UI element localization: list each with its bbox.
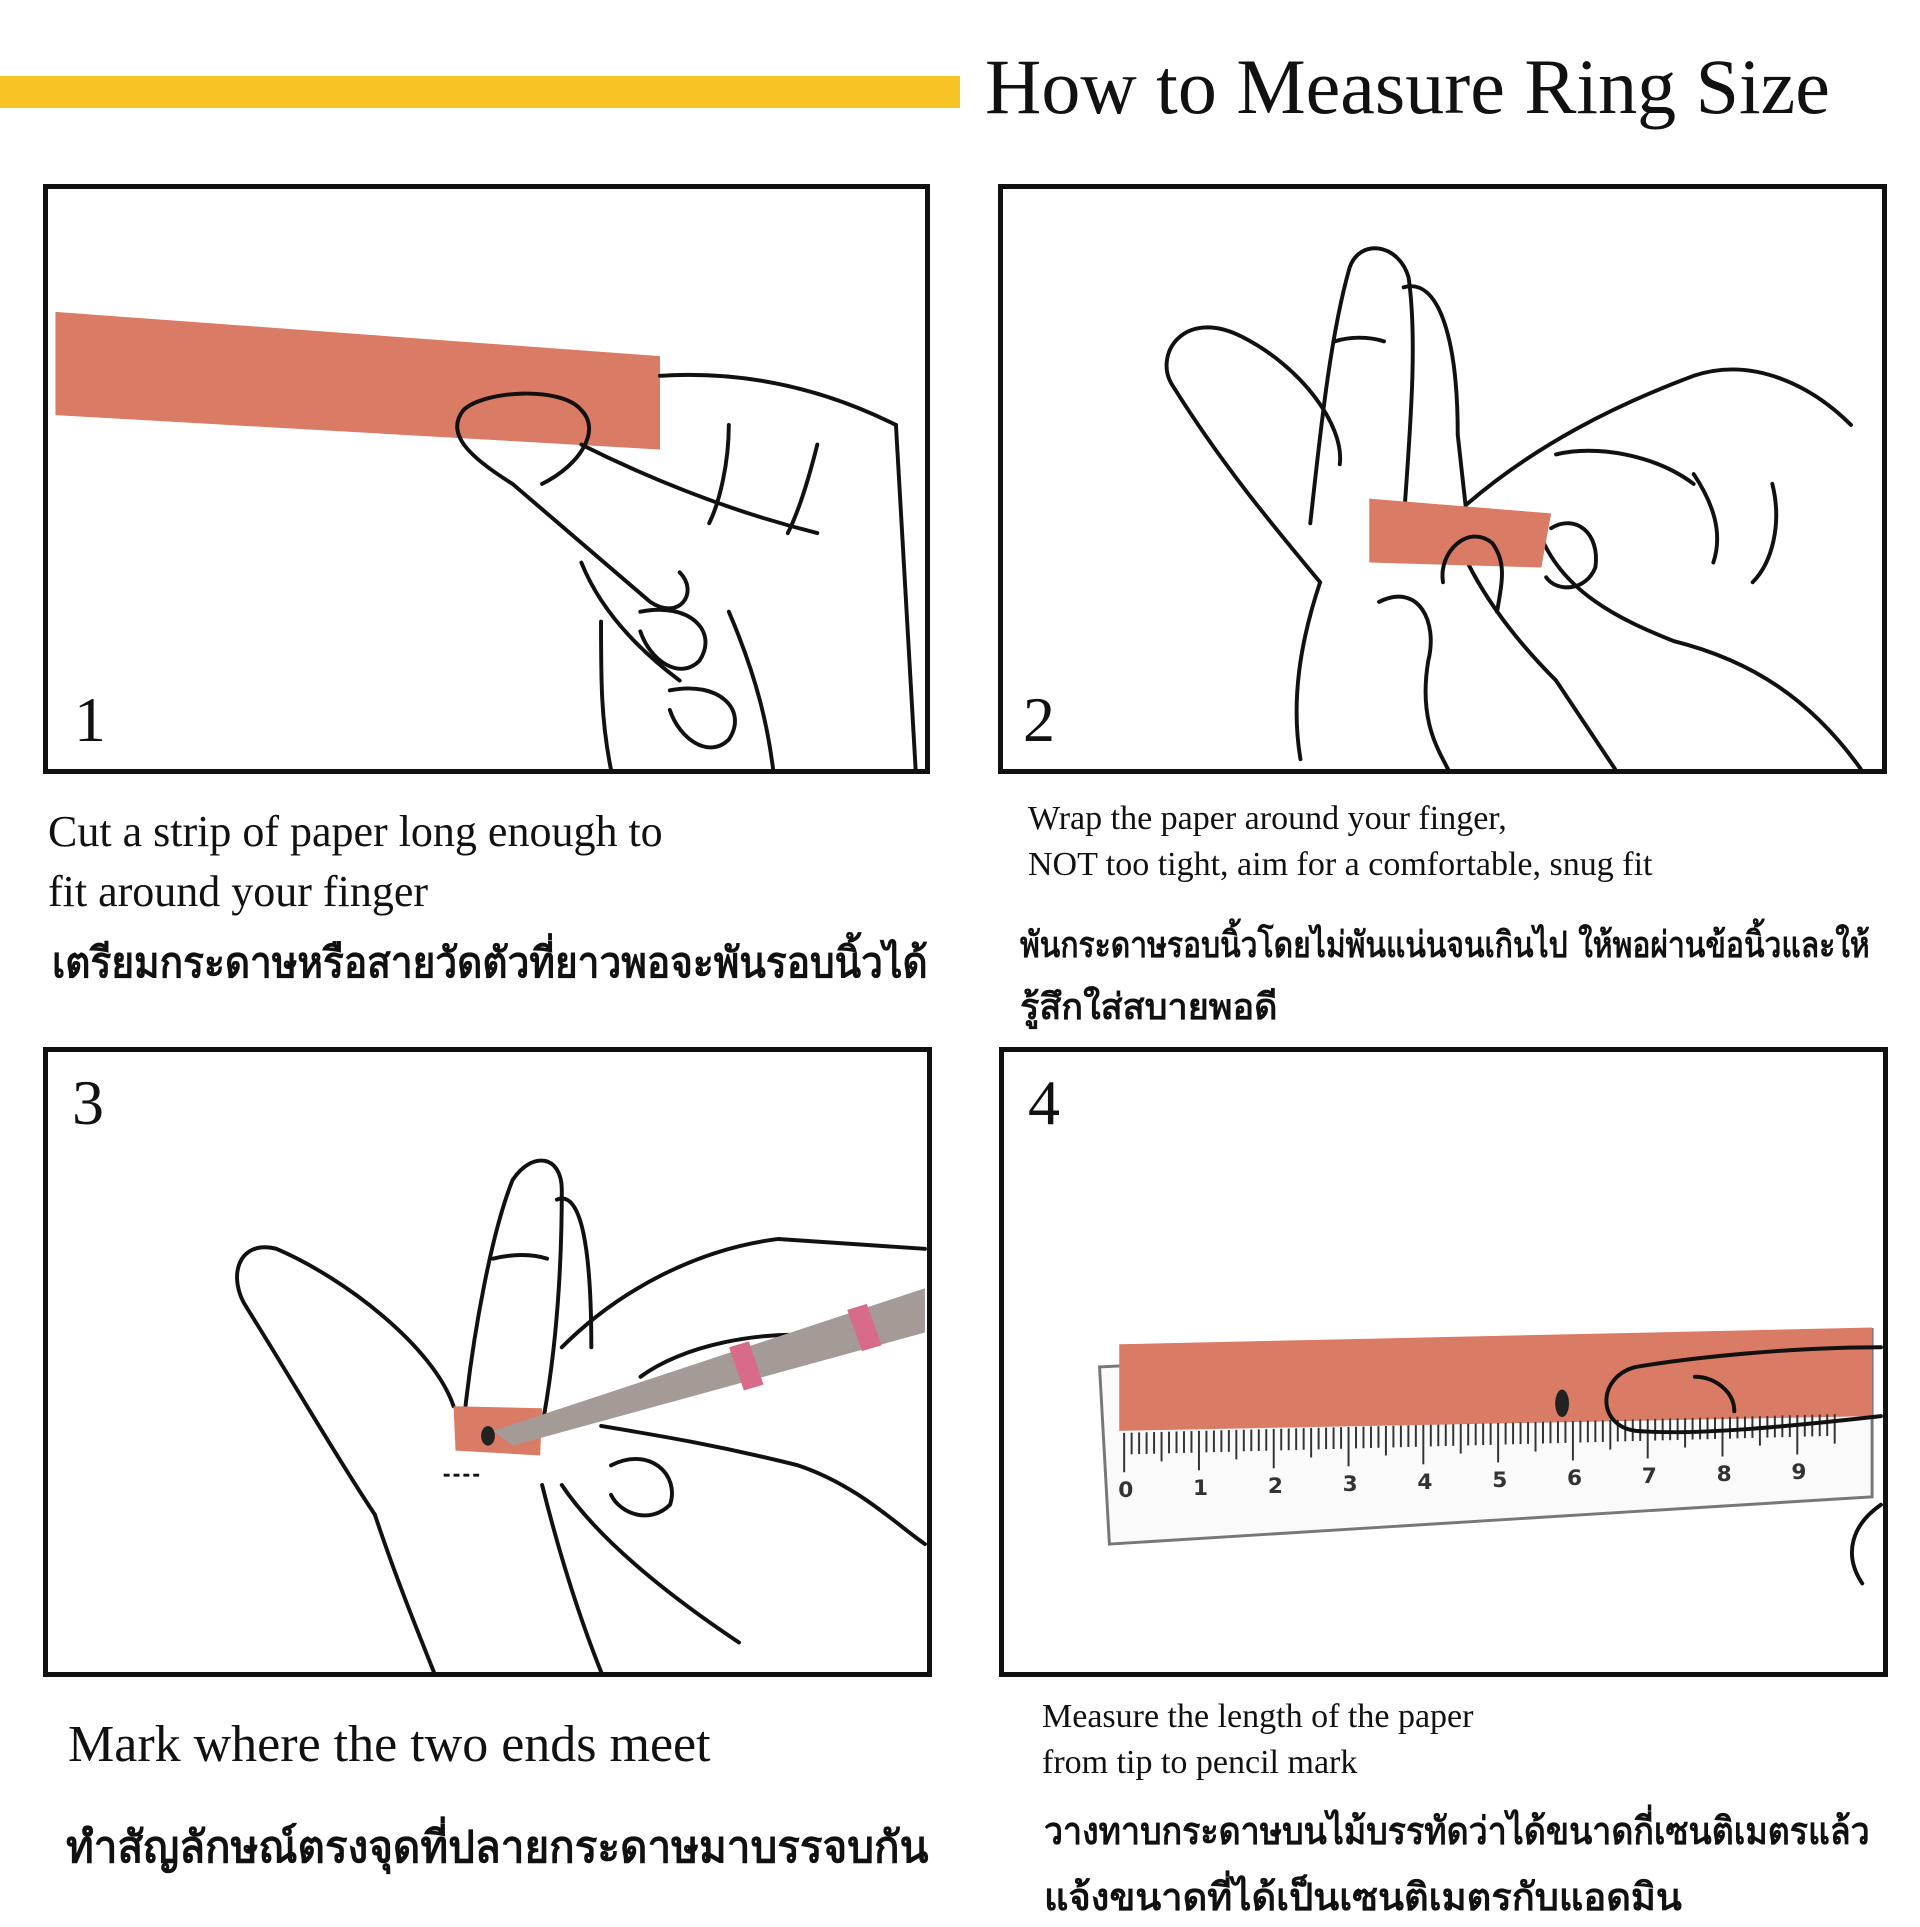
step-number: 1 (74, 684, 106, 755)
ruler-label: 9 (1791, 1460, 1806, 1485)
hand-holding-paper-strip-icon (55, 311, 918, 769)
accent-bar (0, 76, 960, 108)
step-3-thai-caption: ทำสัญลักษณ์ตรงจุดที่ปลายกระดาษมาบรรจบกัน (66, 1822, 929, 1873)
step-number: 2 (1023, 684, 1055, 755)
step-2-thai-caption-line-1: พันกระดาษรอบนิ้วโดยไม่พันแน่นจนเกินไป ให… (1020, 925, 1870, 966)
ruler-label: 4 (1417, 1470, 1432, 1495)
step-2-caption-line-2: NOT too tight, aim for a comfortable, sn… (1028, 846, 1653, 883)
step-1-thai-caption: เตรียมกระดาษหรือสายวัดตัวที่ยาวพอจะพันรอ… (52, 938, 928, 987)
ruler-label: 8 (1717, 1462, 1732, 1487)
step-2-illustration: 2 (998, 184, 1887, 774)
ruler-label: 1 (1193, 1476, 1208, 1501)
ruler-label: 6 (1567, 1466, 1582, 1491)
step-1-caption-line-2: fit around your finger (48, 867, 428, 916)
step-2-caption-line-1: Wrap the paper around your finger, (1028, 800, 1507, 837)
hand-marking-paper-with-pencil-icon (235, 1158, 927, 1672)
step-number: 4 (1028, 1067, 1060, 1138)
step-number: 3 (72, 1067, 104, 1138)
ruler-label: 0 (1118, 1478, 1133, 1503)
step-1-caption-line-1: Cut a strip of paper long enough to (48, 807, 663, 856)
step-4-illustration: 0 1 2 3 4 5 6 7 8 9 4 (999, 1047, 1888, 1677)
step-2-thai-caption-line-2: รู้สึกใส่สบายพอดี (1020, 987, 1278, 1028)
step-3-caption: Mark where the two ends meet (68, 1716, 711, 1773)
ruler-ticks (1123, 1414, 1836, 1473)
ruler-label: 7 (1642, 1464, 1657, 1489)
page-title: How to Measure Ring Size (985, 43, 1830, 130)
step-4-thai-caption-line-1: วางทาบกระดาษบนไม้บรรทัดว่าได้ขนาดกี่เซนต… (1044, 1809, 1870, 1853)
paper-on-ruler-icon: 0 1 2 3 4 5 6 7 8 9 (1097, 1327, 1883, 1586)
ruler-label: 5 (1492, 1468, 1507, 1493)
ruler-labels: 0 1 2 3 4 5 6 7 8 9 (1118, 1460, 1806, 1503)
ruler-label: 2 (1268, 1474, 1283, 1499)
step-1-illustration: 1 (43, 184, 930, 774)
step-3-illustration: 3 (43, 1047, 932, 1677)
step-4-thai-caption-line-2: แจ้งขนาดที่ได้เป็นเซนติเมตรกับแอดมิน (1044, 1875, 1682, 1919)
ruler-label: 3 (1343, 1472, 1358, 1497)
hand-wrapping-paper-icon (1164, 246, 1863, 769)
step-4-caption-line-2: from tip to pencil mark (1042, 1744, 1358, 1781)
step-4-caption-line-1: Measure the length of the paper (1042, 1698, 1474, 1735)
